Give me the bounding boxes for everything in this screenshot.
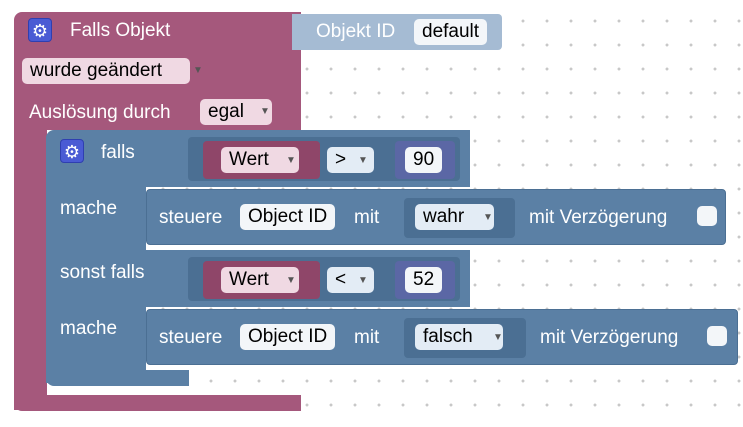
delay-label-2: mit Verzögerung [540, 327, 679, 348]
event-title: Falls Objekt [70, 20, 171, 41]
event-block-left-rail [14, 120, 47, 410]
dropdown-arrow-icon: ▼ [358, 275, 368, 286]
object-field-2[interactable]: Object ID [240, 324, 336, 350]
if-label: falls [101, 142, 135, 163]
dropdown-arrow-icon: ▼ [286, 275, 296, 286]
boolean-dropdown-2-value: falsch [423, 326, 473, 347]
operator-dropdown-2[interactable]: < [327, 267, 375, 293]
source-dropdown-value: egal [208, 101, 244, 122]
source-label: Auslösung durch [29, 102, 171, 123]
dropdown-arrow-icon: ▼ [483, 212, 493, 223]
elseif-label: sonst falls [60, 262, 145, 283]
control-label-1: steuere [159, 207, 223, 228]
operator-dropdown-1-value: > [335, 149, 347, 170]
delay-checkbox-1[interactable] [697, 206, 717, 226]
number-field-2[interactable]: 52 [405, 267, 443, 293]
with-label-2: mit [354, 327, 380, 348]
var-dropdown-1-value: Wert [229, 149, 269, 170]
boolean-dropdown-1[interactable]: wahr [415, 204, 495, 230]
dropdown-arrow-icon: ▼ [358, 155, 368, 166]
var-dropdown-2-value: Wert [229, 269, 269, 290]
object-field-1[interactable]: Object ID [240, 204, 336, 230]
dropdown-arrow-icon: ▼ [193, 65, 203, 76]
boolean-dropdown-1-value: wahr [423, 206, 465, 227]
dropdown-arrow-icon: ▼ [260, 106, 270, 117]
delay-checkbox-2[interactable] [707, 326, 727, 346]
gear-icon[interactable]: ⚙ [60, 139, 84, 163]
var-dropdown-2[interactable]: Wert [221, 267, 299, 293]
gear-icon[interactable]: ⚙ [28, 18, 52, 42]
do-label: mache [60, 198, 118, 219]
event-block-bottom [14, 395, 301, 411]
number-field-1[interactable]: 90 [405, 147, 443, 173]
operator-dropdown-1[interactable]: > [327, 147, 375, 173]
with-label-1: mit [354, 207, 380, 228]
object-id-label: Objekt ID [316, 21, 396, 42]
trigger-dropdown-value: wurde geändert [30, 60, 163, 81]
dropdown-arrow-icon: ▼ [286, 155, 296, 166]
if-block-bottom [46, 370, 189, 386]
operator-dropdown-2-value: < [335, 269, 347, 290]
dropdown-arrow-icon: ▼ [493, 332, 503, 343]
object-id-value[interactable]: default [414, 19, 488, 45]
boolean-dropdown-2[interactable]: falsch [415, 324, 503, 350]
do2-label: mache [60, 318, 118, 339]
var-dropdown-1[interactable]: Wert [221, 147, 299, 173]
source-dropdown[interactable]: egal [200, 99, 272, 125]
delay-label-1: mit Verzögerung [529, 207, 668, 228]
control-label-2: steuere [159, 327, 223, 348]
trigger-dropdown[interactable]: wurde geändert [22, 58, 191, 84]
